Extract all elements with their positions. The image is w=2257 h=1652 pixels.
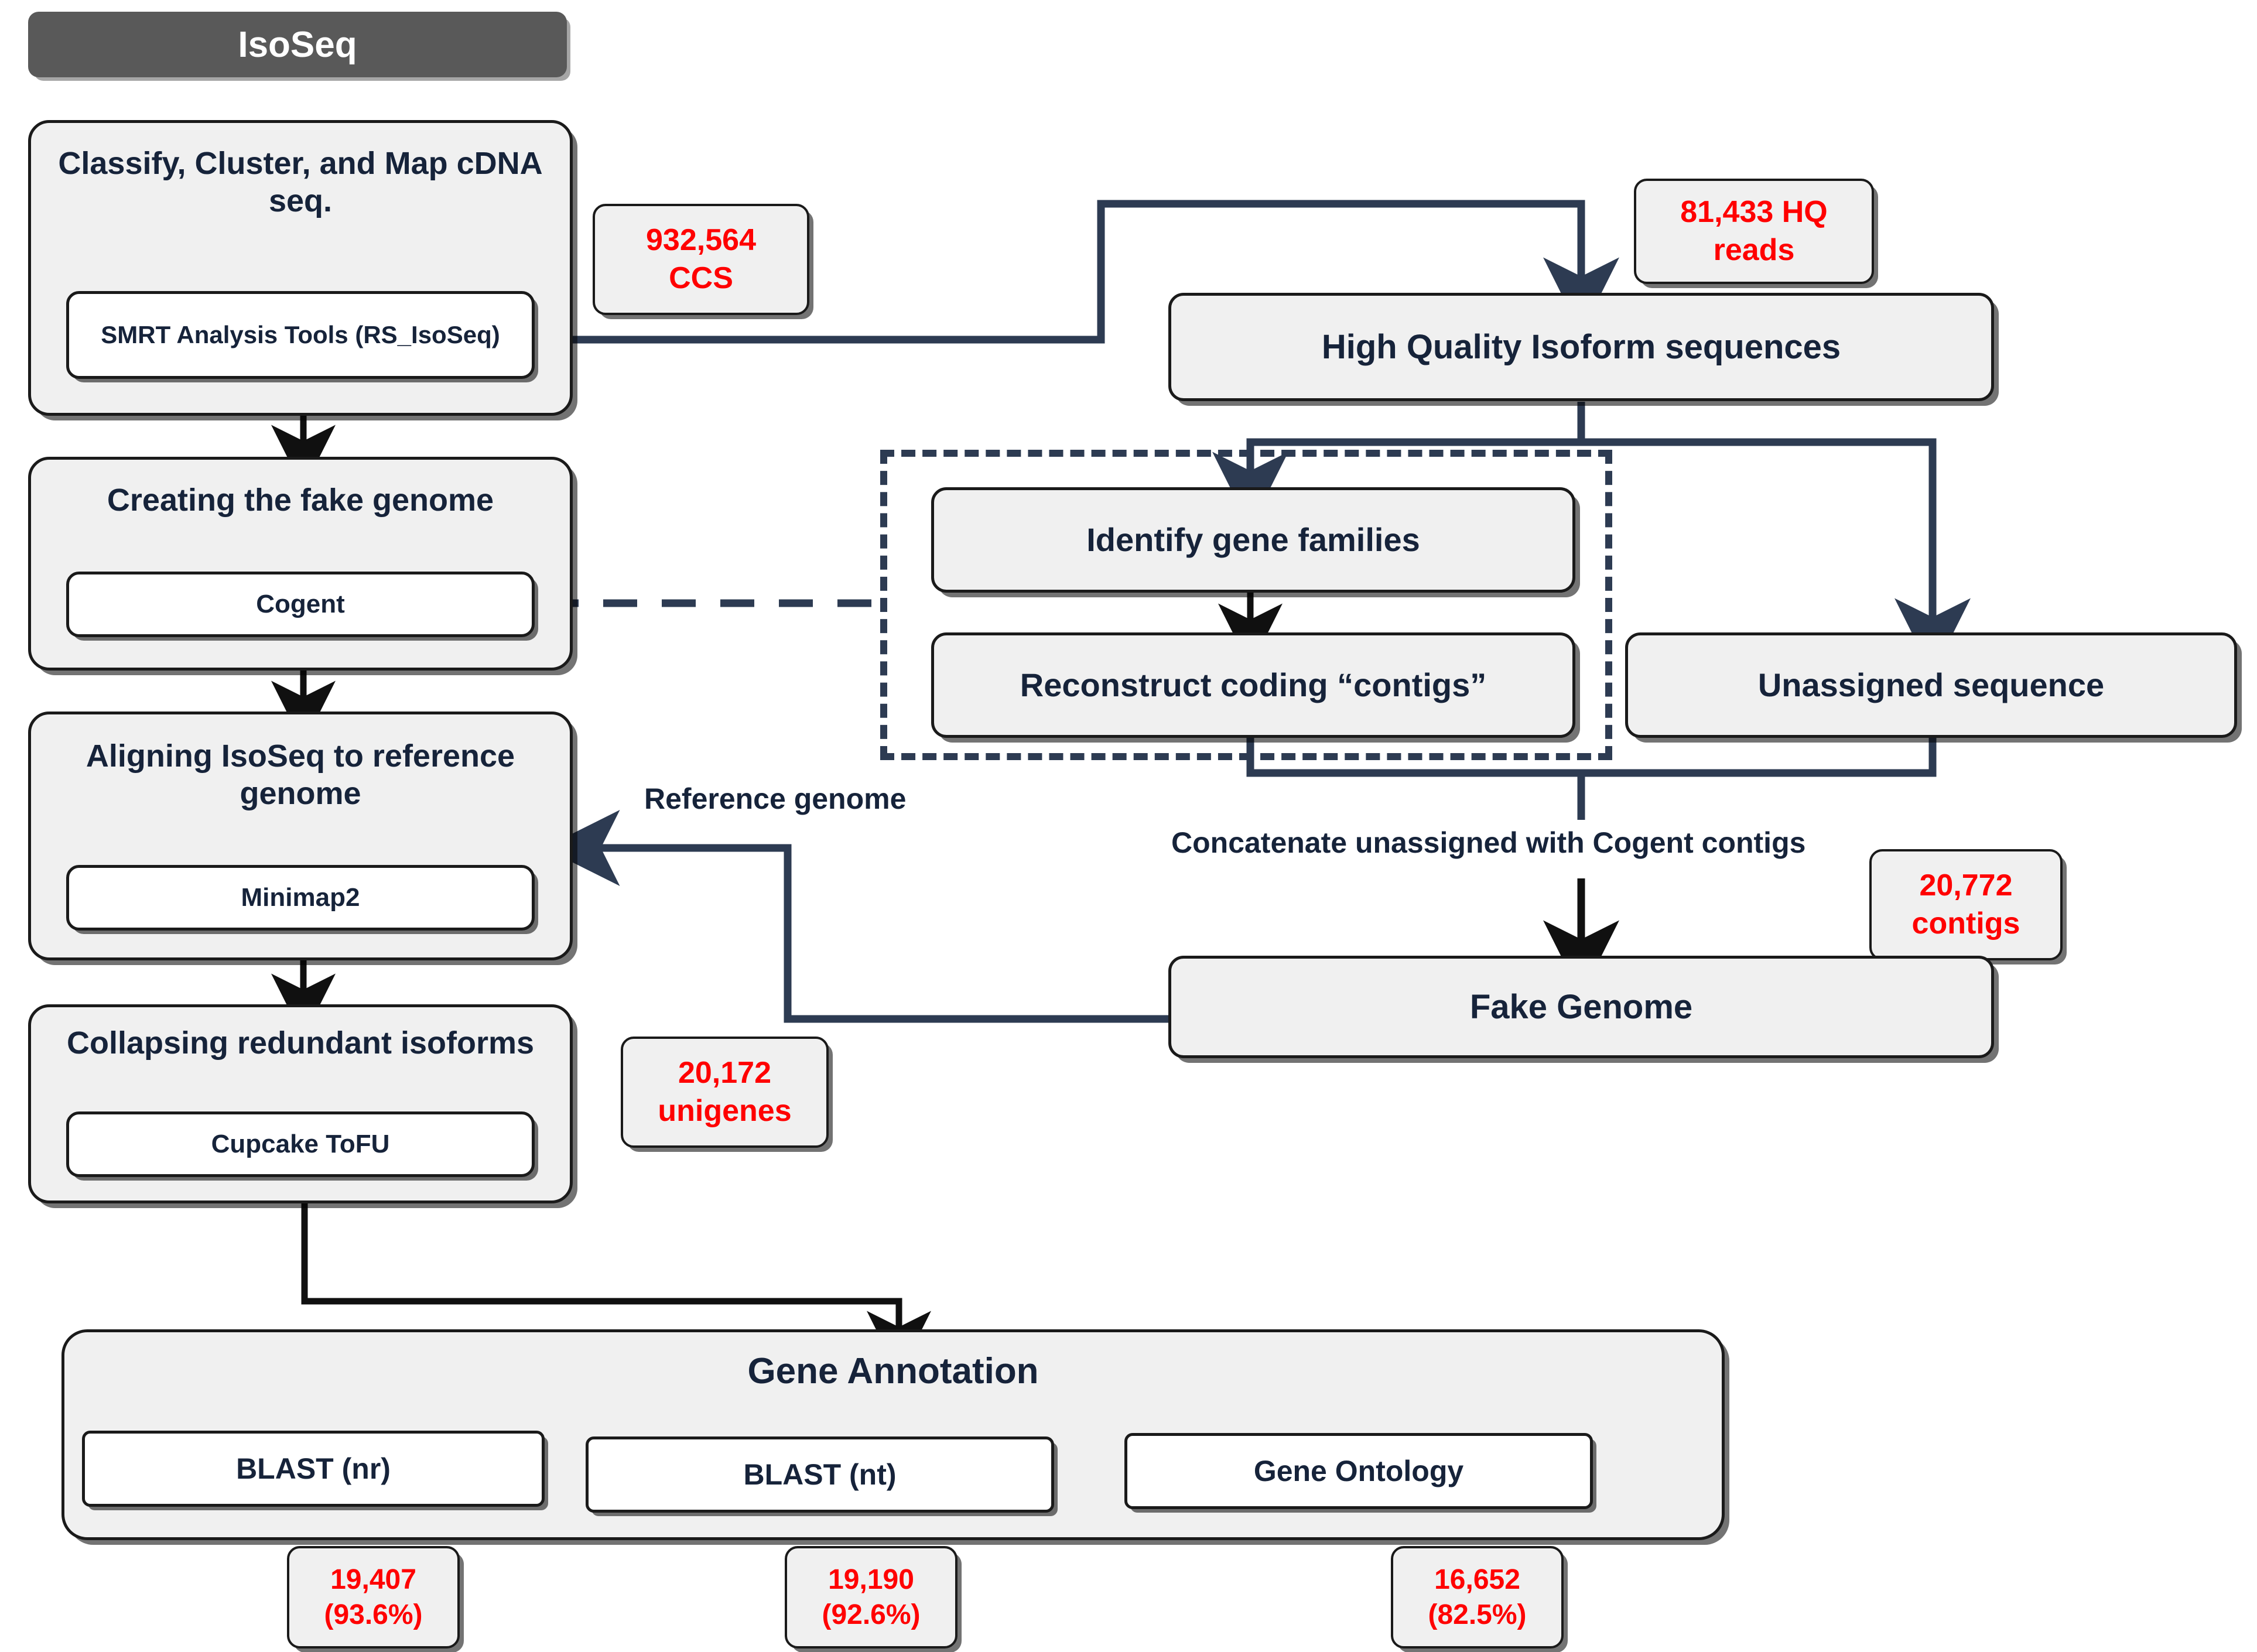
stat-blast-nt-line2: (92.6%) (822, 1599, 921, 1630)
stat-blast-nt: 19,190 (92.6%) (785, 1546, 957, 1648)
stat-blast-nr-line1: 19,407 (330, 1564, 416, 1595)
edge-label-concatenate: Concatenate unassigned with Cogent conti… (1171, 826, 1806, 859)
stat-go-line2: (82.5%) (1428, 1599, 1527, 1630)
step-creating-fake-genome[interactable]: Creating the fake genome Cogent (28, 457, 573, 671)
stat-go-line1: 16,652 (1434, 1564, 1520, 1595)
tool-smrt-label: SMRT Analysis Tools (RS_IsoSeq) (101, 321, 500, 349)
tool-minimap2-label: Minimap2 (241, 883, 360, 912)
node-reconstruct-contigs-label: Reconstruct coding “contigs” (1020, 666, 1487, 704)
stat-blast-nr-line2: (93.6%) (324, 1599, 423, 1630)
edge-label-reference-genome: Reference genome (644, 782, 907, 815)
node-unassigned-sequence[interactable]: Unassigned sequence (1625, 632, 2237, 738)
tool-gene-ontology-label: Gene Ontology (1253, 1455, 1464, 1487)
stat-contigs: 20,772 contigs (1869, 849, 2063, 960)
cogent-group-dashed-box (880, 450, 1612, 760)
stat-contigs-line2: contigs (1911, 907, 2020, 940)
tool-minimap2[interactable]: Minimap2 (66, 865, 535, 931)
node-identify-gene-families-label: Identify gene families (1086, 521, 1420, 559)
node-unassigned-sequence-label: Unassigned sequence (1757, 666, 2105, 704)
step-aligning-isoseq[interactable]: Aligning IsoSeq to reference genome Mini… (28, 712, 573, 960)
node-reconstruct-coding-contigs[interactable]: Reconstruct coding “contigs” (931, 632, 1575, 738)
pipeline-header-label: IsoSeq (238, 24, 357, 65)
stat-unigenes-line1: 20,172 (678, 1056, 772, 1090)
step-fake-genome-title: Creating the fake genome (107, 483, 494, 518)
tool-cupcake-tofu[interactable]: Cupcake ToFU (66, 1111, 535, 1177)
node-high-quality-isoform-sequences[interactable]: High Quality Isoform sequences (1168, 293, 1994, 401)
tool-cogent-label: Cogent (256, 590, 345, 619)
tool-blast-nr[interactable]: BLAST (nr) (82, 1431, 545, 1507)
node-hq-isoform-label: High Quality Isoform sequences (1321, 327, 1841, 366)
pipeline-header-isoseq: IsoSeq (28, 12, 567, 77)
tool-cupcake-label: Cupcake ToFU (211, 1130, 390, 1159)
step-classify-title: Classify, Cluster, and Map cDNA seq. (58, 146, 543, 218)
tool-cogent[interactable]: Cogent (66, 572, 535, 637)
stat-gene-ontology: 16,652 (82.5%) (1391, 1546, 1564, 1648)
step-aligning-title: Aligning IsoSeq to reference genome (86, 738, 515, 811)
tool-blast-nt-label: BLAST (nt) (743, 1458, 897, 1491)
stat-contigs-line1: 20,772 (1919, 868, 2013, 902)
step-collapsing-title: Collapsing redundant isoforms (66, 1025, 535, 1061)
stat-hq-line1: 81,433 HQ (1680, 195, 1828, 229)
stat-blast-nr: 19,407 (93.6%) (287, 1546, 460, 1648)
step-collapsing-isoforms[interactable]: Collapsing redundant isoforms Cupcake To… (28, 1004, 573, 1203)
tool-smrt-analysis-tools[interactable]: SMRT Analysis Tools (RS_IsoSeq) (66, 291, 535, 379)
node-identify-gene-families[interactable]: Identify gene families (931, 487, 1575, 593)
tool-blast-nr-label: BLAST (nr) (236, 1452, 391, 1485)
node-fake-genome-label: Fake Genome (1469, 987, 1693, 1026)
stat-ccs: 932,564 CCS (593, 204, 809, 315)
stat-ccs-line1: 932,564 (646, 223, 756, 257)
step-classify-cluster-map[interactable]: Classify, Cluster, and Map cDNA seq. SMR… (28, 120, 573, 416)
stat-blast-nt-line1: 19,190 (828, 1564, 914, 1595)
stat-unigenes: 20,172 unigenes (621, 1037, 829, 1148)
gene-annotation-title: Gene Annotation (747, 1351, 1039, 1391)
tool-gene-ontology[interactable]: Gene Ontology (1124, 1433, 1593, 1509)
stat-hq-reads: 81,433 HQ reads (1634, 179, 1874, 284)
tool-blast-nt[interactable]: BLAST (nt) (586, 1436, 1054, 1513)
panel-gene-annotation[interactable]: Gene Annotation BLAST (nr) BLAST (nt) Ge… (61, 1329, 1725, 1540)
stat-hq-line2: reads (1713, 233, 1795, 267)
stat-unigenes-line2: unigenes (658, 1094, 792, 1128)
stat-ccs-line2: CCS (669, 261, 733, 295)
node-fake-genome[interactable]: Fake Genome (1168, 956, 1994, 1058)
